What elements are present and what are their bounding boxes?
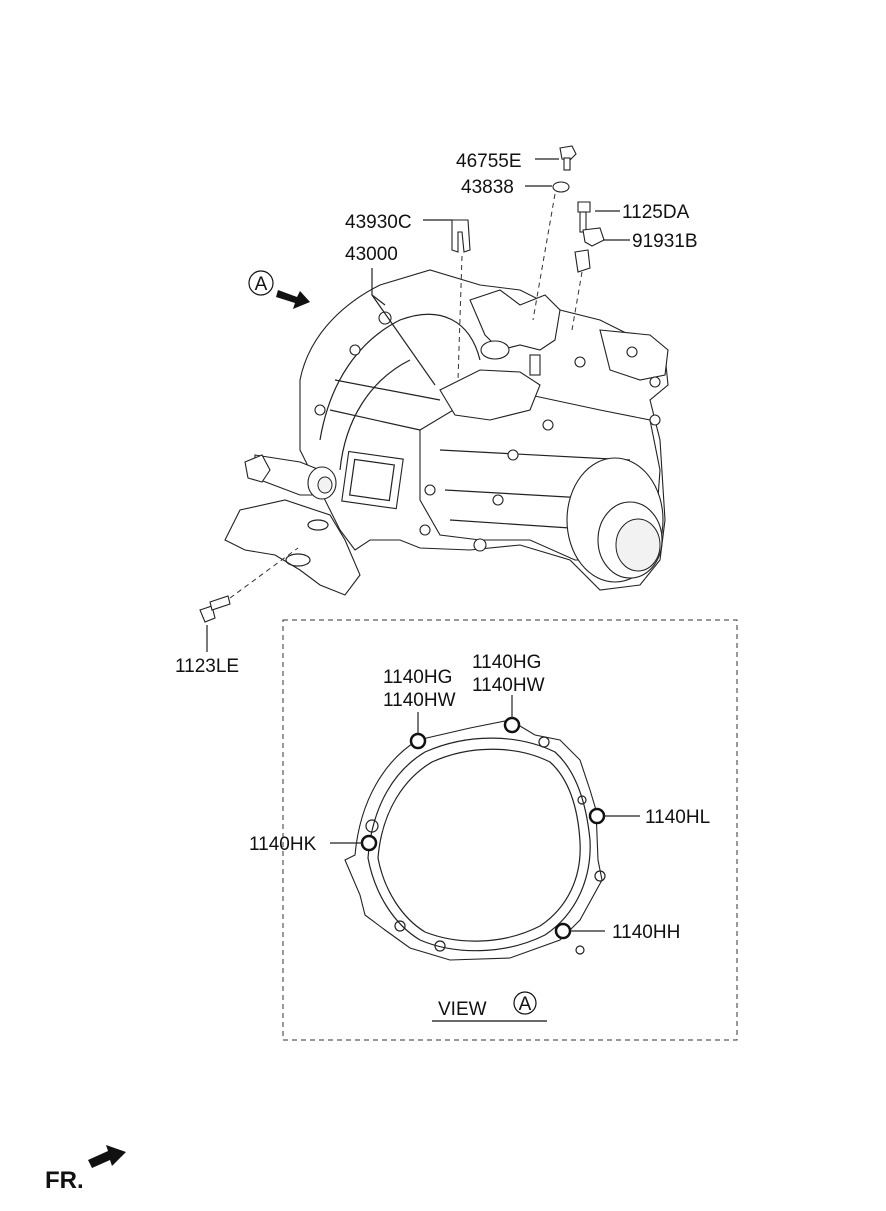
bolt-1123le-icon bbox=[199, 595, 231, 623]
label-1125da: 1125DA bbox=[622, 202, 690, 223]
bolt-hole-hh-icon bbox=[554, 922, 572, 940]
view-caption-letter: A bbox=[519, 994, 532, 1015]
bracket-91931b-icon bbox=[574, 227, 605, 273]
clip-43930c-icon bbox=[451, 219, 471, 253]
view-a-frame bbox=[282, 619, 738, 1041]
front-arrow-icon bbox=[88, 1145, 126, 1168]
front-label: FR. bbox=[45, 1167, 84, 1194]
label-46755e: 46755E bbox=[456, 151, 522, 172]
label-1140hw-left: 1140HW bbox=[383, 690, 456, 711]
label-43838: 43838 bbox=[461, 177, 514, 198]
bolt-hole-hk-icon bbox=[360, 834, 378, 852]
bolt-46755e-icon bbox=[559, 145, 577, 171]
label-1140hw-top: 1140HW bbox=[472, 675, 545, 696]
label-43000: 43000 bbox=[345, 244, 398, 265]
label-1140hg-left: 1140HG bbox=[383, 667, 452, 688]
view-direction-arrow-icon bbox=[276, 290, 310, 309]
view-caption-text: VIEW bbox=[438, 999, 487, 1020]
front-direction-indicator: FR. bbox=[45, 1145, 126, 1194]
label-1140hk: 1140HK bbox=[249, 834, 317, 855]
bolt-hole-hg-left-icon bbox=[409, 732, 427, 750]
bolt-hole-hl-icon bbox=[588, 807, 606, 825]
label-1140hh: 1140HH bbox=[612, 922, 680, 943]
label-1140hl: 1140HL bbox=[645, 807, 710, 828]
housing-gasket bbox=[344, 716, 606, 961]
transaxle-assembly bbox=[224, 269, 669, 596]
label-43930c: 43930C bbox=[345, 212, 412, 233]
bolt-1125da-icon bbox=[577, 201, 591, 233]
bolt-hole-hg-top-icon bbox=[503, 716, 521, 734]
washer-43838-icon bbox=[552, 181, 570, 193]
label-1123le: 1123LE bbox=[175, 656, 239, 677]
label-1140hg-top: 1140HG bbox=[472, 652, 541, 673]
view-a-letter: A bbox=[255, 274, 268, 295]
view-a-marker: A bbox=[248, 270, 310, 309]
view-caption: VIEW A bbox=[432, 991, 547, 1022]
label-91931b: 91931B bbox=[632, 231, 698, 252]
